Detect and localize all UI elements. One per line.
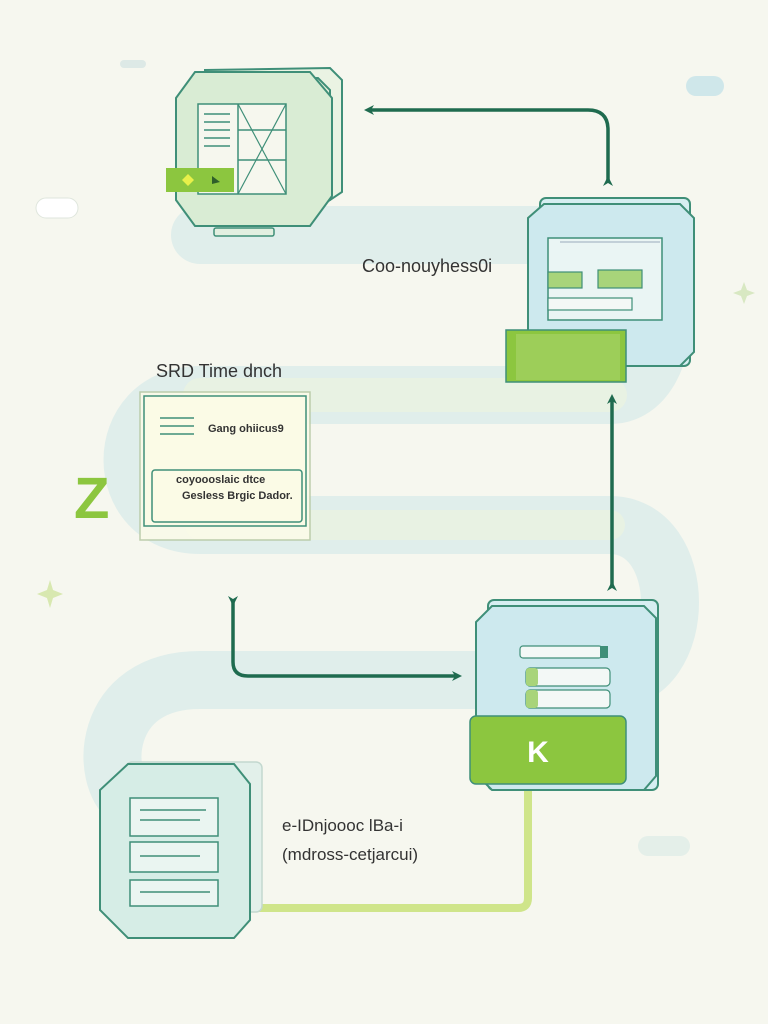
labels: Coo-nouyhess0i SRD Time dnch Gang ohiicu… <box>156 256 492 864</box>
diamond-icon <box>182 174 194 186</box>
lime-connector <box>250 786 532 912</box>
cloud-blob <box>120 60 146 68</box>
green-field <box>547 271 583 289</box>
form-field[interactable] <box>525 667 611 687</box>
list-item <box>129 841 219 873</box>
list-node-bottom-left[interactable] <box>99 761 263 939</box>
cloud-blob <box>35 197 79 219</box>
cursor-icon <box>212 176 220 184</box>
card-inner-box <box>151 469 303 523</box>
arrow-top-connector <box>364 105 613 186</box>
document-node-top[interactable] <box>166 66 343 237</box>
card-line-2: Gesless Brgic Dador. <box>182 490 293 502</box>
screen-node-top-right[interactable] <box>505 197 695 383</box>
label-bottom-2: (mdross-cetjarcui) <box>282 845 418 864</box>
form-field[interactable] <box>519 645 603 659</box>
sparkle-icon <box>733 282 755 304</box>
label-top-right: Coo-nouyhess0i <box>362 256 492 276</box>
input-bar <box>547 297 633 311</box>
green-field <box>597 269 643 289</box>
label-mid-left: SRD Time dnch <box>156 361 282 381</box>
form-node-bottom-right[interactable]: K <box>469 599 659 791</box>
arrow-bottom-connector <box>228 596 462 681</box>
card-title: Gang ohiicus9 <box>208 423 284 435</box>
k-button[interactable] <box>469 715 627 785</box>
background-decorations <box>35 60 755 856</box>
k-button-label: K <box>527 736 549 769</box>
arrows <box>228 105 617 912</box>
lime-tag <box>166 168 234 192</box>
list-item <box>129 879 219 907</box>
z-mark: Z <box>74 466 109 531</box>
cloud-blob <box>686 76 724 96</box>
list-item <box>129 797 219 837</box>
form-field[interactable] <box>525 689 611 709</box>
cloud-blob <box>638 836 690 856</box>
label-bottom-1: e-IDnjoooc lBa-i <box>282 816 403 835</box>
card-line-1: coyoooslaic dtce <box>176 474 265 486</box>
info-card[interactable]: Z <box>74 391 311 541</box>
sparkle-icon <box>37 580 63 608</box>
